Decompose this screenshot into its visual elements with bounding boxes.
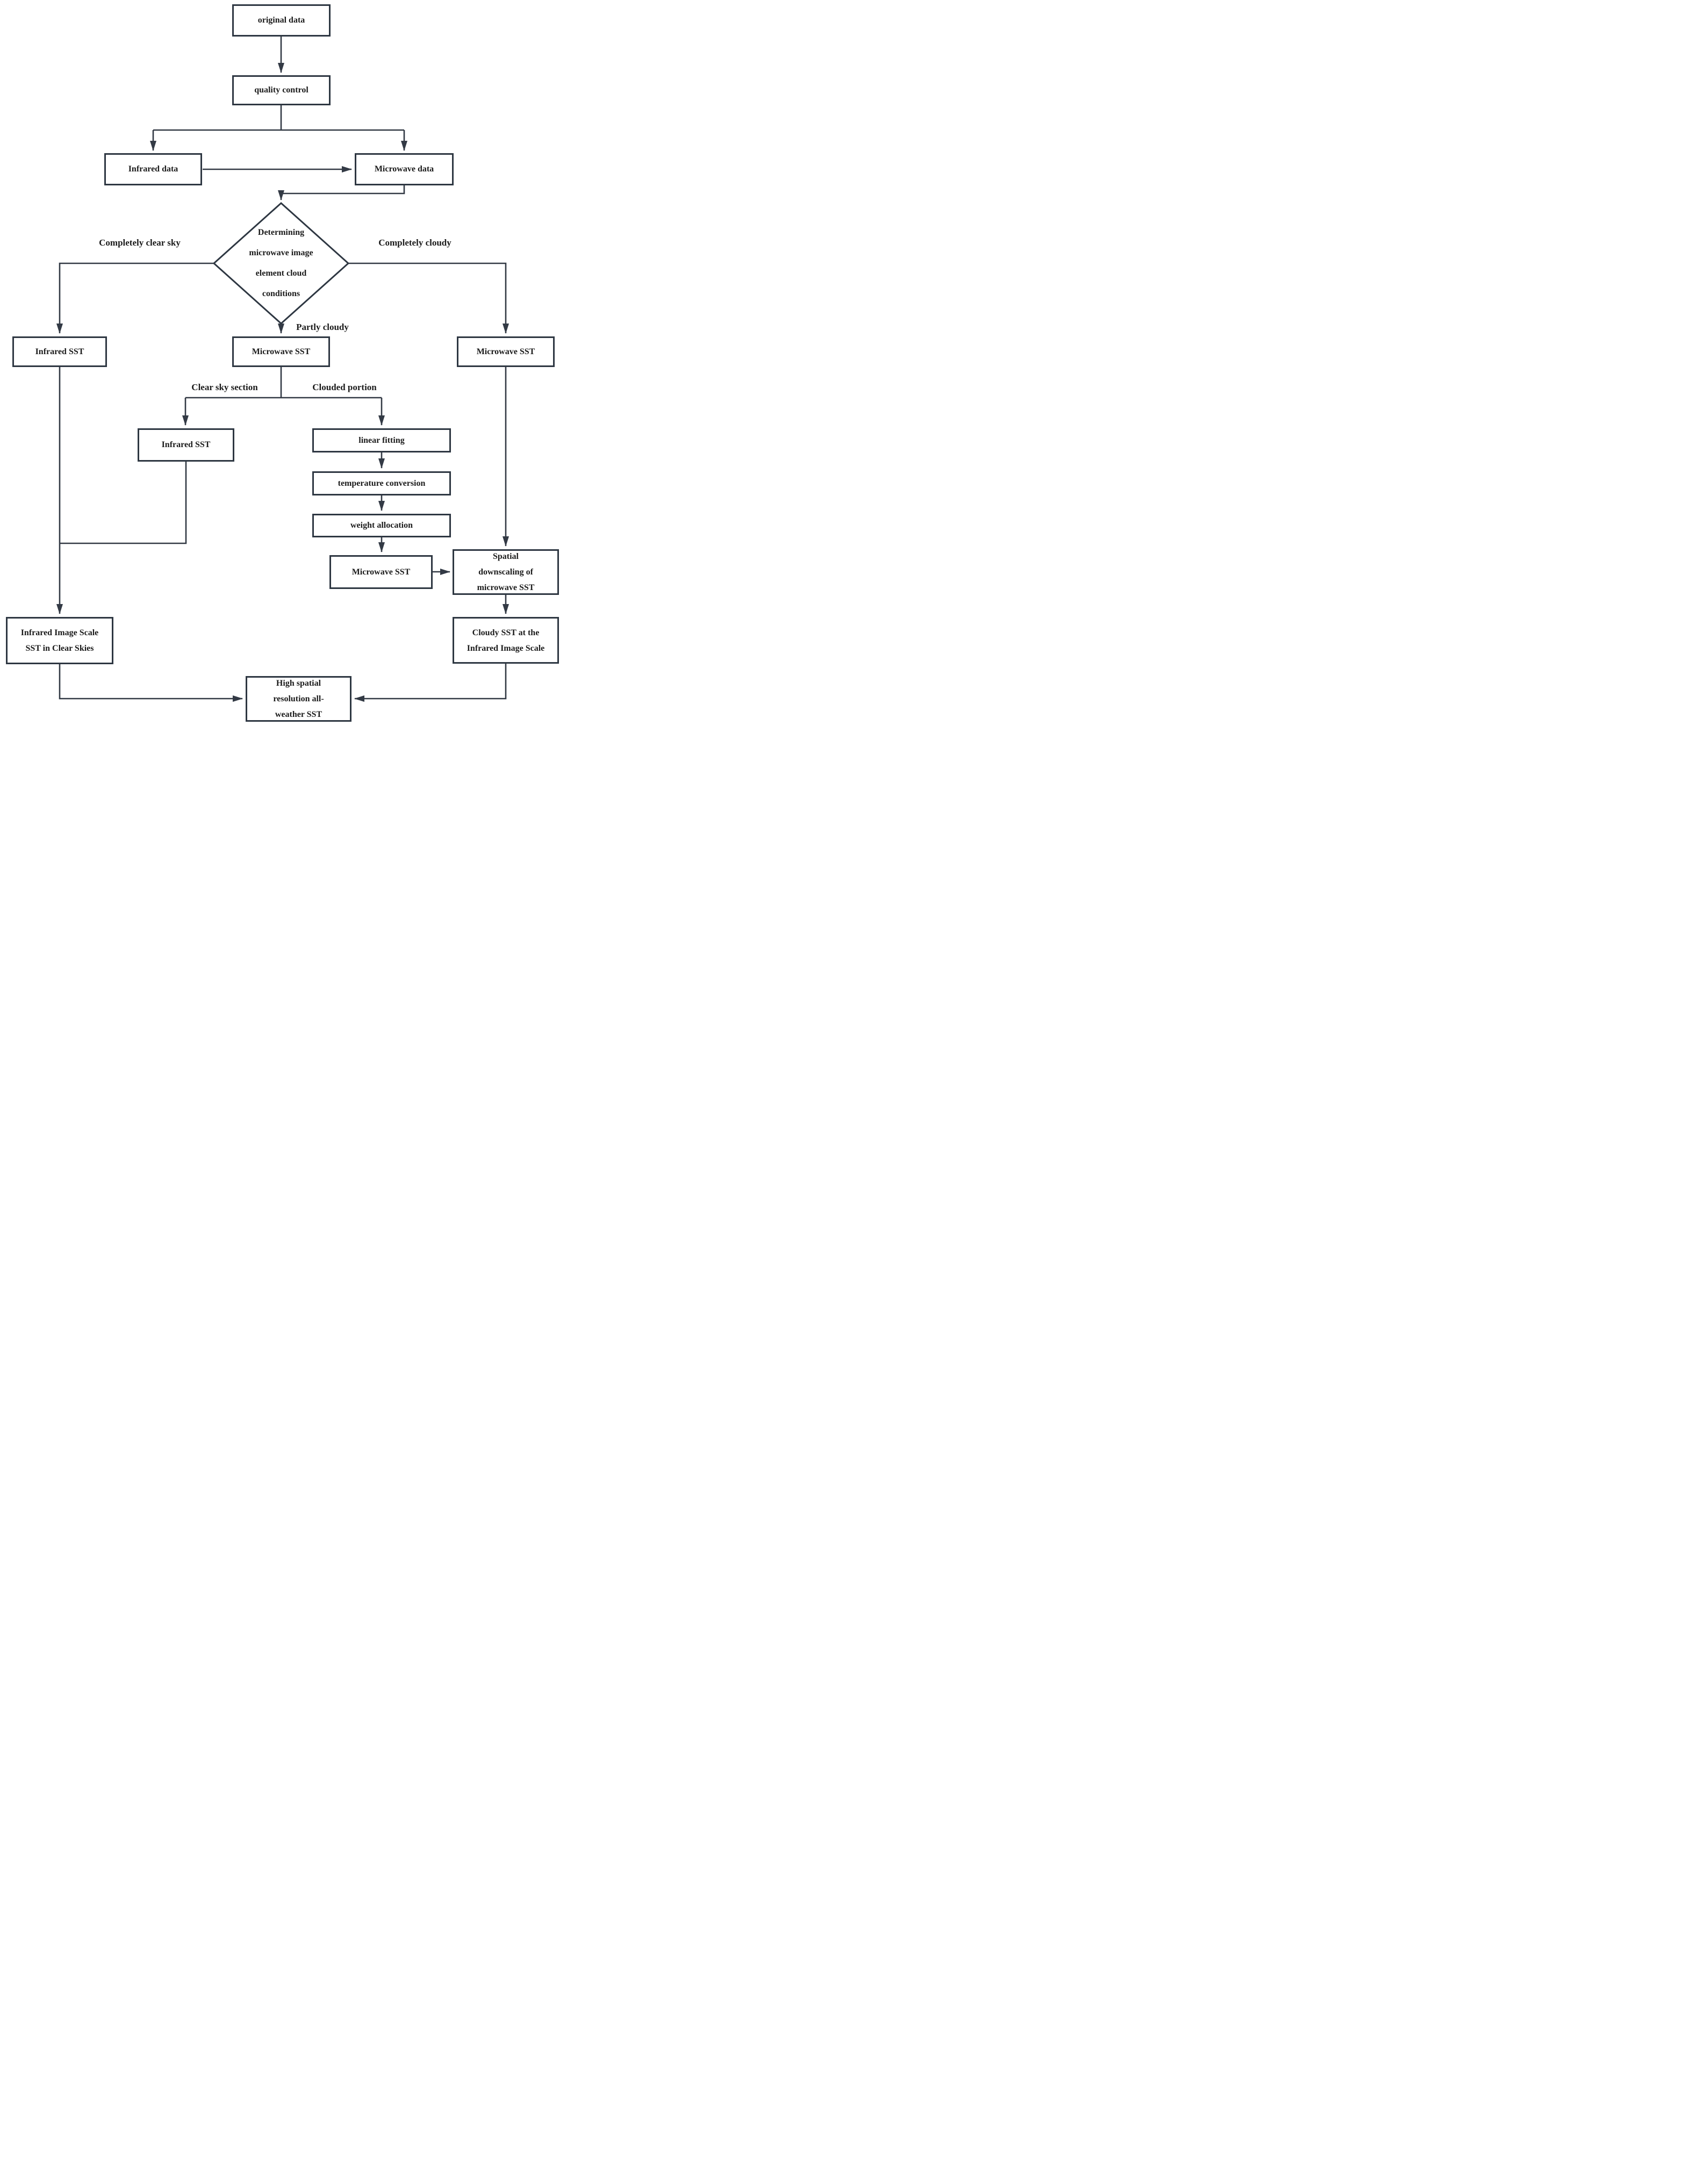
connector-layer xyxy=(56,37,509,702)
node-high-res-sst: High spatial resolution all-weather SST xyxy=(246,676,351,722)
node-microwave-sst-partly-label: Microwave SST xyxy=(252,347,311,356)
label-clouded-portion: Clouded portion xyxy=(312,382,377,392)
node-cloudy-sst-ir-scale-label: Cloudy SST at the Infrared Image Scale xyxy=(467,628,545,653)
node-ir-scale-sst-clear-label: Infrared Image Scale SST in Clear Skies xyxy=(20,628,99,653)
node-microwave-sst-result: Microwave SST xyxy=(329,555,433,589)
node-temperature-conversion-label: temperature conversion xyxy=(338,478,426,488)
node-infrared-sst-section-label: Infrared SST xyxy=(161,440,211,449)
flowchart-canvas: original data quality control Infrared d… xyxy=(0,0,562,728)
node-linear-fitting: linear fitting xyxy=(312,428,451,452)
node-spatial-downscaling: Spatial downscaling of microwave SST xyxy=(453,549,559,595)
node-infrared-data: Infrared data xyxy=(104,153,202,185)
node-microwave-sst-cloudy: Microwave SST xyxy=(457,336,555,367)
label-clear-sky-section: Clear sky section xyxy=(191,382,258,392)
node-quality-control: quality control xyxy=(232,75,331,105)
label-completely-cloudy: Completely cloudy xyxy=(378,238,451,248)
node-microwave-sst-result-label: Microwave SST xyxy=(351,567,411,577)
edge-cloudy-scale-to-final xyxy=(354,664,507,702)
edge-microwave-to-decision xyxy=(278,185,405,200)
label-partly-cloudy: Partly cloudy xyxy=(296,322,349,332)
node-infrared-sst-clear: Infrared SST xyxy=(12,336,107,367)
edge-ir-scale-to-final xyxy=(59,664,243,702)
node-high-res-sst-label: High spatial resolution all-weather SST xyxy=(273,679,324,719)
node-original-data: original data xyxy=(232,4,331,37)
node-ir-scale-sst-clear: Infrared Image Scale SST in Clear Skies xyxy=(6,617,113,664)
edge-cloudy-branch xyxy=(348,262,509,334)
label-completely-clear-sky: Completely clear sky xyxy=(99,238,181,248)
node-decision-cloud-conditions: Determining microwave image element clou… xyxy=(241,222,321,304)
edge-clear-sky-branch xyxy=(56,262,214,334)
node-original-data-label: original data xyxy=(257,16,305,25)
node-microwave-data-label: Microwave data xyxy=(374,164,434,174)
node-weight-allocation: weight allocation xyxy=(312,514,451,537)
edge-section-sst-join xyxy=(60,462,187,544)
node-microwave-sst-partly: Microwave SST xyxy=(232,336,330,367)
node-infrared-sst-section: Infrared SST xyxy=(138,428,234,462)
node-infrared-data-label: Infrared data xyxy=(128,164,178,174)
node-microwave-sst-cloudy-label: Microwave SST xyxy=(476,347,535,356)
node-weight-allocation-label: weight allocation xyxy=(350,521,413,530)
node-linear-fitting-label: linear fitting xyxy=(358,435,405,445)
node-microwave-data: Microwave data xyxy=(355,153,454,185)
node-cloudy-sst-ir-scale: Cloudy SST at the Infrared Image Scale xyxy=(453,617,559,664)
node-decision-label: Determining microwave image element clou… xyxy=(249,228,313,298)
node-quality-control-label: quality control xyxy=(254,85,308,95)
node-infrared-sst-clear-label: Infrared SST xyxy=(35,347,84,356)
node-spatial-downscaling-label: Spatial downscaling of microwave SST xyxy=(477,552,535,592)
node-temperature-conversion: temperature conversion xyxy=(312,471,451,495)
